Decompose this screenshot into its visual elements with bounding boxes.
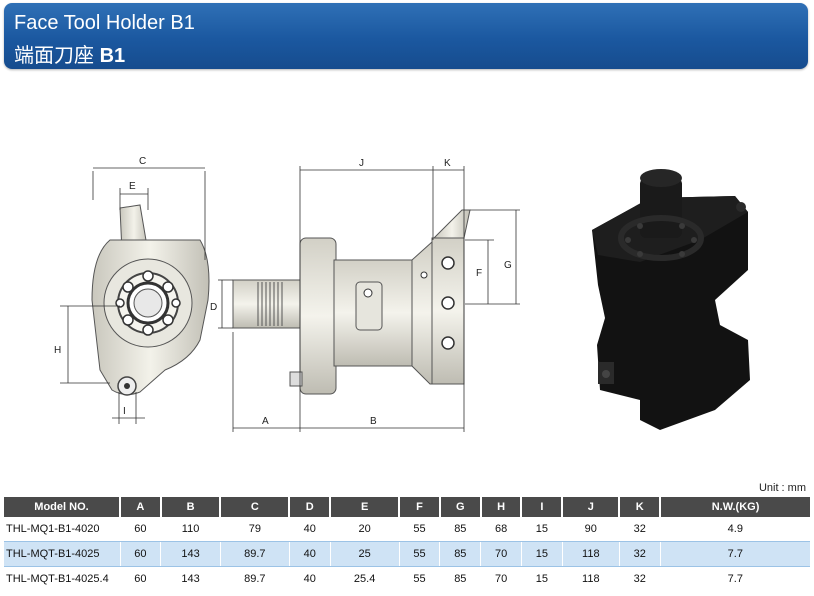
cell: 60 (119, 541, 161, 567)
title-chinese: 端面刀座 B1 (14, 45, 126, 67)
col-k: K (618, 497, 661, 517)
dim-label-i: I (123, 406, 126, 417)
col-d: D (288, 497, 331, 517)
col-model: Model NO. (4, 497, 120, 517)
col-f: F (398, 497, 440, 517)
dim-label-f: F (476, 268, 482, 279)
col-a: A (119, 497, 161, 517)
cell: 32 (618, 541, 661, 567)
side-view (218, 166, 520, 432)
dim-label-h: H (54, 345, 61, 356)
cell: 15 (520, 541, 563, 567)
dim-label-b: B (370, 416, 377, 427)
cell: 60 (119, 566, 161, 591)
cell-model: THL-MQ1-B1-4020 (4, 517, 120, 542)
cell: 85 (439, 517, 481, 542)
cell: 89.7 (219, 541, 290, 567)
title-banner: Face Tool Holder B1 端面刀座 B1 (4, 3, 808, 69)
table-row: THL-MQT-B1-4025.4 60 143 89.7 40 25.4 55… (4, 566, 810, 591)
cell: 7.7 (659, 566, 810, 591)
spec-table: Model NO. A B C D E F G H I J K N.W.(KG)… (4, 497, 810, 591)
cell: 60 (119, 517, 161, 542)
table-row: THL-MQ1-B1-4020 60 110 79 40 20 55 85 68… (4, 517, 810, 542)
technical-drawing: C E H I (54, 156, 750, 432)
title-english: Face Tool Holder B1 (14, 12, 195, 34)
cell: 4.9 (659, 517, 810, 542)
col-weight: N.W.(KG) (659, 497, 810, 517)
cell: 55 (398, 566, 440, 591)
front-view (60, 167, 210, 424)
cell: 55 (398, 517, 440, 542)
cell: 7.7 (659, 541, 810, 567)
col-b: B (159, 497, 221, 517)
dim-label-d: D (210, 302, 217, 313)
cell: 15 (520, 517, 563, 542)
cell: 25 (329, 541, 400, 567)
cell: 68 (480, 517, 522, 542)
col-e: E (329, 497, 400, 517)
cell-model: THL-MQT-B1-4025 (4, 541, 120, 567)
cell: 20 (329, 517, 400, 542)
cell: 32 (618, 517, 661, 542)
cell: 70 (480, 566, 522, 591)
cell: 70 (480, 541, 522, 567)
table-header-row: Model NO. A B C D E F G H I J K N.W.(KG) (4, 497, 810, 517)
dim-label-a: A (262, 416, 269, 427)
cell: 15 (520, 566, 563, 591)
cell: 79 (219, 517, 290, 542)
cell: 110 (160, 517, 221, 542)
col-j: J (561, 497, 620, 517)
col-c: C (219, 497, 290, 517)
dim-label-j: J (359, 158, 364, 169)
cell: 40 (288, 566, 331, 591)
dim-label-g: G (504, 260, 512, 271)
cell: 90 (561, 517, 620, 542)
cell: 143 (160, 541, 221, 567)
col-h: H (479, 497, 522, 517)
cell: 40 (288, 517, 331, 542)
product-render (592, 169, 750, 430)
cell: 143 (160, 566, 221, 591)
table-row: THL-MQT-B1-4025 60 143 89.7 40 25 55 85 … (4, 541, 810, 567)
cell: 25.4 (329, 566, 400, 591)
cell: 118 (561, 566, 620, 591)
cell: 55 (398, 541, 440, 567)
cell-model: THL-MQT-B1-4025.4 (4, 566, 120, 591)
cell: 32 (618, 566, 661, 591)
dim-label-k: K (444, 158, 451, 169)
dim-label-e: E (129, 181, 136, 192)
cell: 85 (439, 566, 481, 591)
cell: 118 (561, 541, 620, 567)
col-g: G (438, 497, 481, 517)
dim-label-c: C (139, 156, 146, 167)
title-chinese-model: B1 (99, 45, 126, 67)
cell: 85 (439, 541, 481, 567)
unit-label: Unit : mm (758, 482, 806, 494)
cell: 40 (288, 541, 331, 567)
cell: 89.7 (219, 566, 290, 591)
col-i: I (520, 497, 563, 517)
